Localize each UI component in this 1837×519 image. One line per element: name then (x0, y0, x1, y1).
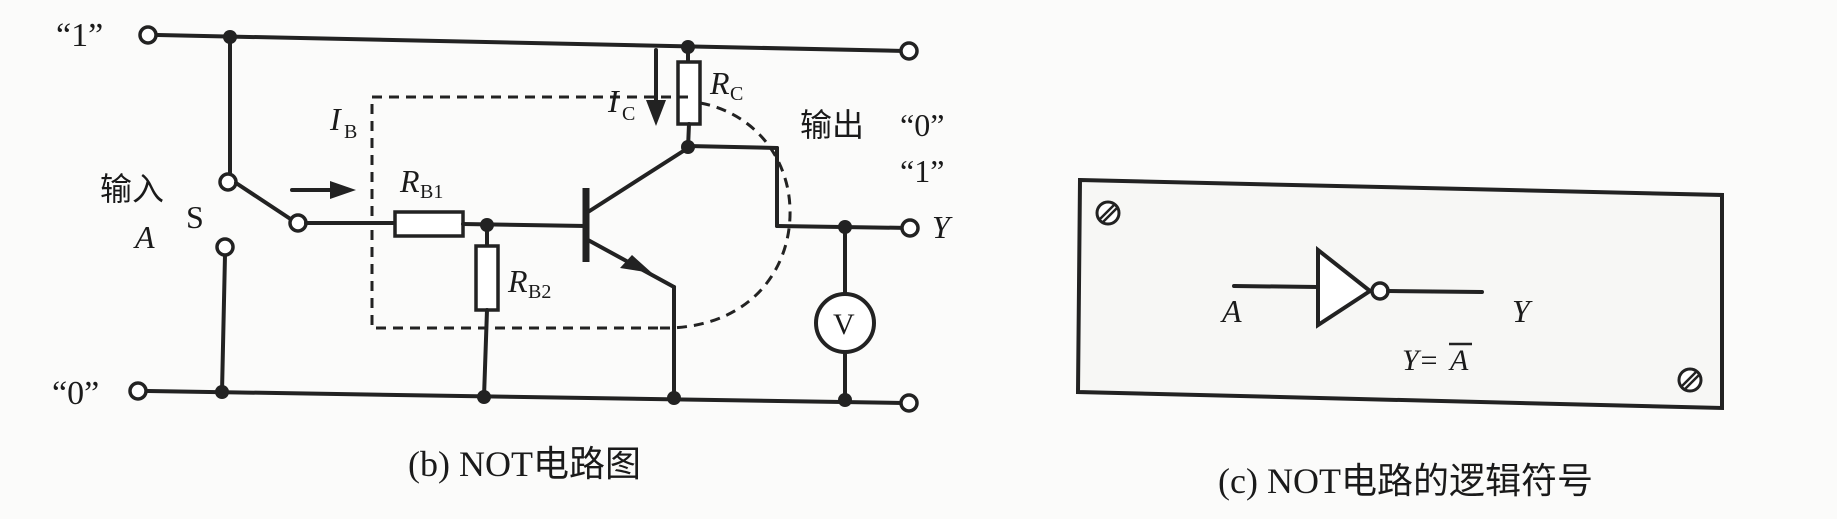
output-variable: Y (932, 209, 953, 245)
output-label: 输出 (800, 107, 864, 143)
switch-blade (234, 181, 294, 222)
logic-symbol-panel: A Y Y= A (c) NOT电路的逻辑符号 (1075, 177, 1724, 501)
gate-output-label: Y (1512, 293, 1533, 329)
gate-input-line (1232, 284, 1320, 289)
switch-pivot (288, 213, 308, 233)
not-circuit: “1” “0” 输入 A S I B I C R C R B1 R B2 输出 … (52, 17, 953, 484)
top-output-terminal (899, 41, 919, 61)
ic-arrow-head (646, 100, 666, 126)
bottom-output-terminal (899, 393, 919, 413)
collector-wire (686, 144, 779, 150)
collector-current-loop (659, 101, 792, 330)
not-gate-triangle (1316, 245, 1374, 329)
collector-lead (586, 146, 690, 214)
rb1-resistor (393, 210, 465, 238)
input-high-label: “1” (56, 17, 103, 54)
output-zero-label: “0” (900, 107, 944, 143)
junction-base (480, 218, 494, 232)
symbol-plate (1075, 177, 1724, 411)
gate-output-line (1386, 289, 1484, 294)
base-current-loop-top (370, 95, 688, 216)
ic-label: I (607, 83, 620, 119)
switch-contact-high (218, 172, 238, 192)
switch-label: S (186, 199, 204, 235)
circuit-caption: (b) NOT电路图 (408, 444, 641, 484)
output-one-label: “1” (900, 153, 944, 189)
rb2-subscript: B2 (528, 281, 551, 303)
input-low-label: “0” (52, 375, 99, 412)
junction-bottom-switch (215, 385, 229, 399)
switch-contact-low (215, 237, 235, 257)
voltmeter-label: V (833, 308, 855, 341)
screw-icon (1677, 367, 1703, 393)
ic-subscript: C (622, 103, 635, 125)
junction-top-switch (223, 30, 237, 44)
rb2-bottom-lead (482, 308, 489, 399)
rb2-label: R (507, 263, 528, 299)
input-arrow-head (330, 181, 356, 199)
junction-bottom-rb2 (477, 390, 491, 404)
low-terminal (128, 381, 148, 401)
bottom-rail (146, 389, 905, 405)
rc-subscript: C (730, 83, 743, 105)
emitter-arrow (620, 255, 652, 273)
ib-label: I (329, 101, 342, 137)
equation-rhs: A (1448, 344, 1469, 377)
y-output-terminal (900, 218, 920, 238)
gate-input-label: A (1220, 293, 1242, 329)
rc-resistor (676, 60, 702, 126)
rb2-resistor (474, 244, 500, 312)
junction-bottom-emitter (667, 391, 681, 405)
rc-label: R (709, 65, 730, 101)
input-label: 输入 (100, 171, 164, 207)
switch-lower-lead (220, 253, 227, 394)
rb1-subscript: B1 (420, 181, 443, 203)
ib-subscript: B (344, 121, 357, 143)
not-gate-bubble (1370, 281, 1390, 301)
symbol-caption: (c) NOT电路的逻辑符号 (1218, 461, 1593, 501)
junction-collector (681, 140, 695, 154)
screw-icon (1095, 200, 1121, 226)
junction-top-rc (681, 40, 695, 54)
junction-bottom-voltmeter (838, 393, 852, 407)
high-terminal (138, 25, 158, 45)
top-rail (156, 33, 907, 53)
input-variable: A (133, 219, 155, 255)
junction-output (838, 220, 852, 234)
base-current-loop-bottom (370, 230, 660, 330)
equation-lhs: Y= (1402, 344, 1439, 377)
rb1-label: R (399, 163, 420, 199)
